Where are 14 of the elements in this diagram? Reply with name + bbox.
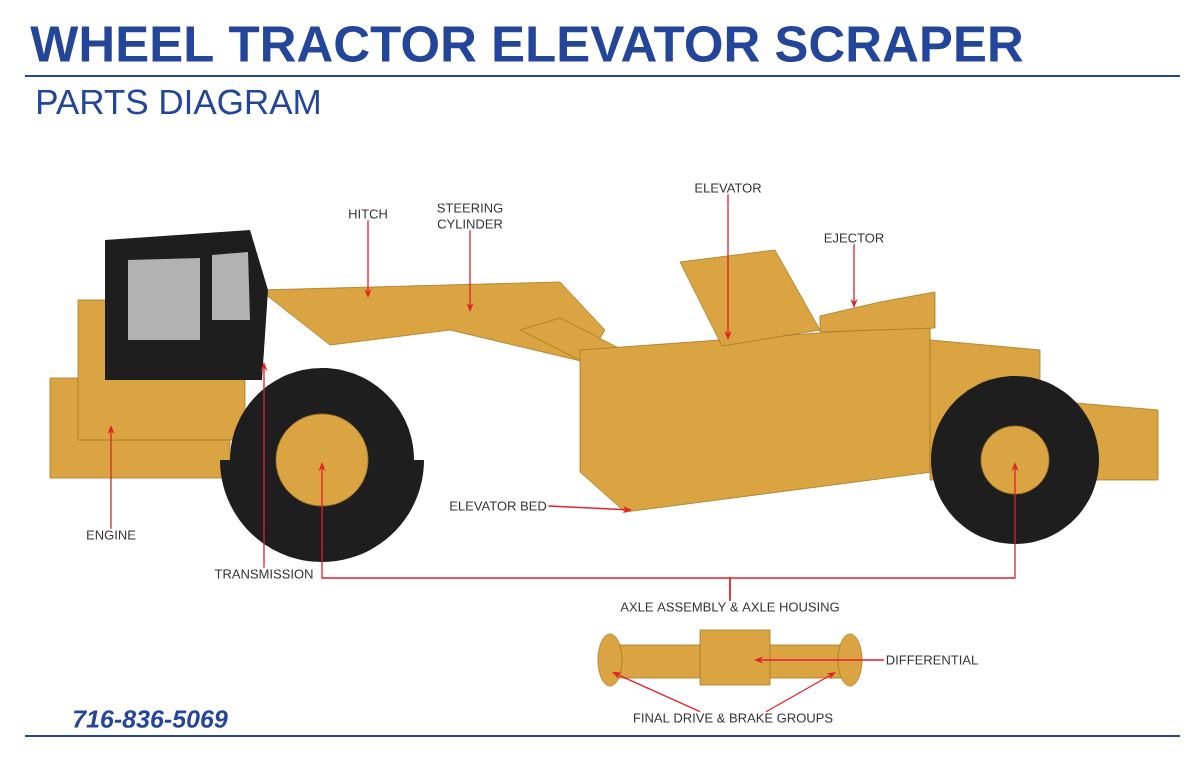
part-label: ENGINE [87,530,136,540]
part-label: ELEVATOR [695,183,761,193]
leader-line [765,672,836,713]
part-label: HITCH [349,209,387,219]
part-label: STEERING CYLINDER [437,203,503,229]
part-label: AXLE ASSEMBLY & AXLE HOUSING [620,602,839,612]
part-label: EJECTOR [824,233,884,243]
title: WHEEL TRACTOR ELEVATOR SCRAPER [30,25,1023,63]
phone-number: 716-836-5069 [73,710,228,728]
part-label: DIFFERENTIAL [886,655,978,665]
part-label: FINAL DRIVE & BRAKE GROUPS [634,713,833,723]
part-label: TRANSMISSION [214,569,313,579]
subtitle: PARTS DIAGRAM [38,89,319,115]
part-label: ELEVATOR BED [450,501,547,511]
